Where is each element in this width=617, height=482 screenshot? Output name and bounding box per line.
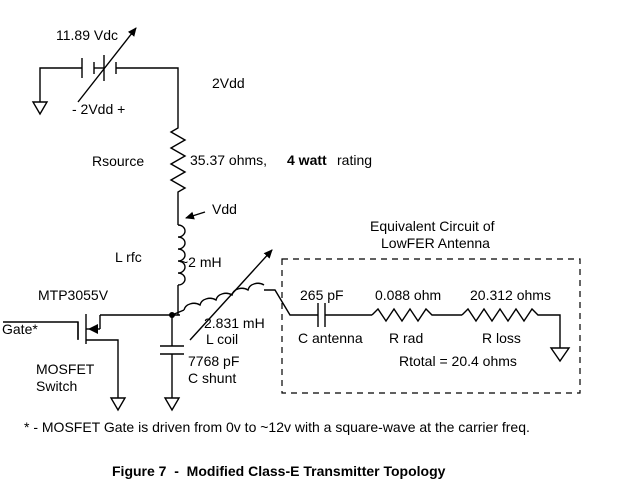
c-shunt-name: C shunt [188,370,236,386]
rsource-rating-suffix: rating [337,152,372,168]
r-loss-value: 20.312 ohms [470,287,551,303]
vdd-pointer-arrow [185,211,206,220]
figure-caption: Figure 7 - Modified Class-E Transmitter … [112,463,446,479]
antenna-equivalent-circuit: Equivalent Circuit of LowFER Antenna 265… [281,218,581,394]
c-shunt-capacitor: 7768 pF C shunt [160,315,239,412]
ground-symbol [549,347,571,363]
ground-symbol [163,397,181,412]
r-rad-name: R rad [389,330,423,346]
mosfet-switch: MTP3055V Gate* MOSFET Switch [2,287,127,412]
vdd-label: Vdd [212,201,237,217]
battery-polarity-label: - 2Vdd + [72,101,125,117]
battery-voltage-label: 11.89 Vdc [56,27,118,43]
l-coil-inductor: 2.831 mH L coil [171,249,300,347]
mosfet-part-number: MTP3055V [38,287,109,303]
c-antenna-value: 265 pF [300,287,344,303]
variable-arrow [77,27,137,103]
c-antenna-name: C antenna [298,330,363,346]
l-coil-name: L coil [206,331,238,347]
mosfet-type-line1: MOSFET [36,361,95,377]
antenna-title-line2: LowFER Antenna [381,235,490,251]
l-coil-variable-arrow [189,249,273,341]
l-coil-value: 2.831 mH [204,315,265,331]
c-shunt-value: 7768 pF [188,353,239,369]
ground-symbol [31,101,49,116]
rsource-label: Rsource [92,153,144,169]
node-2vdd-label: 2Vdd [212,75,245,91]
rfc-value: ~2 mH [180,254,222,270]
gate-label: Gate* [2,321,38,337]
rsource-value: 35.37 ohms, [190,152,267,168]
antenna-dashed-box [281,258,581,394]
antenna-title-line1: Equivalent Circuit of [370,218,495,234]
r-loss-name: R loss [482,330,521,346]
rfc-inductor: L rfc ~2 mH [115,200,222,315]
rsource-rating-bold: 4 watt [287,152,327,168]
rsource-resistor: Rsource 35.37 ohms, 4 watt rating [92,90,372,200]
ground-symbol [109,397,127,412]
mosfet-type-line2: Switch [36,378,77,394]
r-rad-value: 0.088 ohm [375,287,441,303]
footnote: * - MOSFET Gate is driven from 0v to ~12… [24,419,530,435]
rfc-name: L rfc [115,249,142,265]
rtotal-label: Rtotal = 20.4 ohms [399,353,517,369]
battery: 11.89 Vdc - 2Vdd + [31,27,179,117]
